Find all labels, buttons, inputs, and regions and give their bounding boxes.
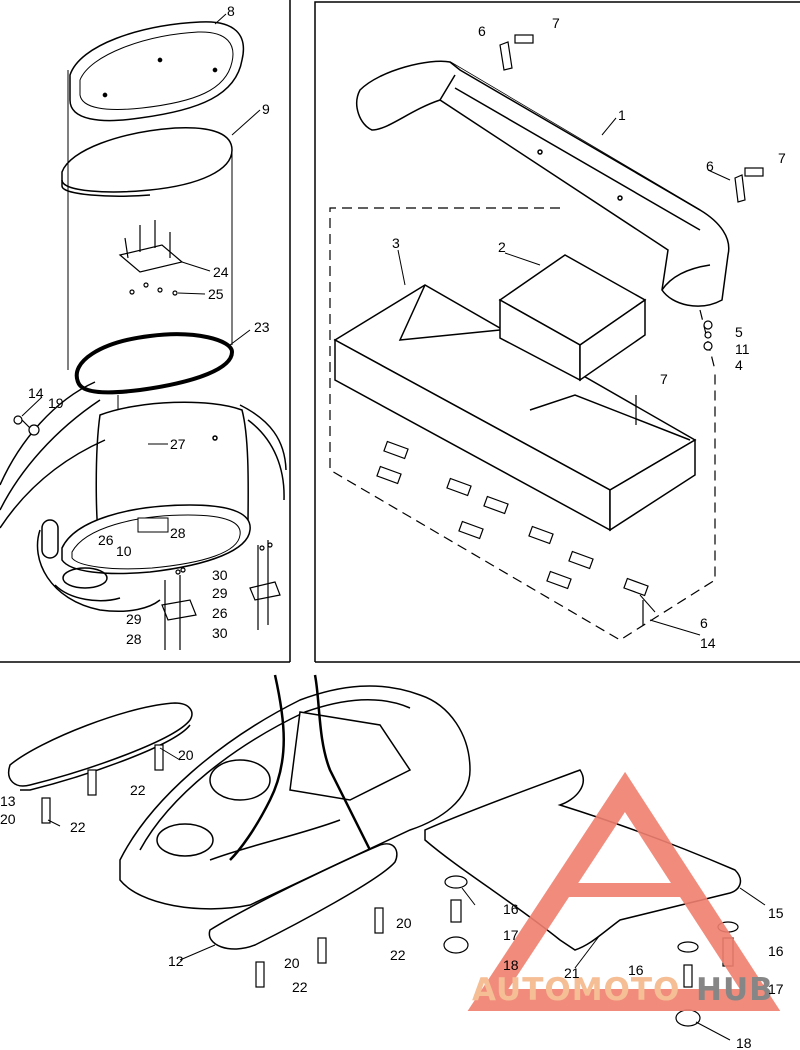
callout-15: 15 — [768, 905, 784, 921]
box-part-2 — [498, 254, 647, 382]
callout-14-right: 14 — [700, 635, 716, 651]
callout-24: 24 — [213, 264, 229, 280]
callout-20-d: 20 — [284, 955, 300, 971]
callout-17-a: 17 — [503, 927, 519, 943]
callout-3: 3 — [392, 235, 400, 251]
watermark-logo: AUTOMOTO HUB — [467, 771, 781, 1011]
callout-7-top: 7 — [552, 15, 560, 31]
callout-18-a: 18 — [503, 957, 519, 973]
callout-20-b: 20 — [0, 811, 16, 827]
callout-26-left: 26 — [98, 532, 114, 548]
hull-body — [119, 685, 471, 910]
callout-1: 1 — [618, 107, 626, 123]
callout-22-a: 22 — [130, 782, 146, 798]
top-cover-part-1 — [356, 60, 730, 307]
callout-12: 12 — [168, 953, 184, 969]
callout-28-bottom: 28 — [126, 631, 142, 647]
callout-19: 19 — [48, 395, 64, 411]
callout-10: 10 — [116, 543, 132, 559]
seat-base-part-9 — [61, 126, 233, 197]
callout-20-a: 20 — [178, 747, 194, 763]
callout-30-bottom: 30 — [212, 625, 228, 641]
leader-lines — [21, 13, 766, 1041]
callout-29-right: 29 — [212, 585, 228, 601]
callout-29-left: 29 — [126, 611, 142, 627]
callout-6-bottom: 6 — [700, 615, 708, 631]
side-pad-part-13 — [8, 702, 193, 791]
callout-26-right: 26 — [212, 605, 228, 621]
callout-22-b: 22 — [70, 819, 86, 835]
callout-20-c: 20 — [396, 915, 412, 931]
callout-8: 8 — [227, 3, 235, 19]
callout-numbers: 8 9 24 25 23 14 19 27 26 28 10 30 29 26 … — [0, 3, 786, 1050]
watermark-text-main: AUTOMOTO — [472, 972, 680, 1008]
seal-part-23 — [74, 332, 235, 395]
callout-16-a: 16 — [503, 901, 519, 917]
callout-9: 9 — [262, 101, 270, 117]
callout-23: 23 — [254, 319, 270, 335]
callout-4: 4 — [735, 357, 743, 373]
callout-6-right: 6 — [706, 158, 714, 174]
panel-frames — [0, 0, 800, 663]
seat-cables — [229, 674, 372, 861]
part-6-7-fastener — [499, 34, 764, 203]
callout-28-top: 28 — [170, 525, 186, 541]
callout-13: 13 — [0, 793, 16, 809]
callout-7-mid: 7 — [660, 371, 668, 387]
callout-22-d: 22 — [292, 979, 308, 995]
callout-17-b: 17 — [768, 981, 784, 997]
hinge-part-24 — [118, 220, 184, 296]
mounting-clips — [376, 440, 649, 597]
callout-16-b: 16 — [768, 943, 784, 959]
watermark-text-hub: HUB — [696, 972, 774, 1008]
callout-16-c: 16 — [628, 962, 644, 978]
callout-2: 2 — [498, 239, 506, 255]
dashed-outline — [329, 207, 716, 641]
callout-6-top: 6 — [478, 23, 486, 39]
storage-box-part-3 — [333, 284, 697, 532]
callout-22-c: 22 — [390, 947, 406, 963]
callout-25: 25 — [208, 286, 224, 302]
vertical-guide-lines — [67, 70, 233, 410]
callout-18-b: 18 — [736, 1035, 752, 1050]
bolts-20-22 — [41, 744, 384, 988]
callout-27: 27 — [170, 436, 186, 452]
callout-7-right: 7 — [778, 150, 786, 166]
hull-front-outline — [0, 381, 287, 612]
callout-11: 11 — [735, 341, 750, 357]
side-pad-part-12 — [208, 843, 398, 950]
seat-cushion-part-8 — [69, 21, 245, 122]
bolt-part-14-19 — [13, 415, 40, 436]
callout-14-left: 14 — [28, 385, 44, 401]
callout-21: 21 — [564, 965, 580, 981]
storage-bin-part-27 — [61, 401, 251, 575]
callout-30-top: 30 — [212, 567, 228, 583]
callout-5: 5 — [735, 324, 743, 340]
hinge-brackets-28-29 — [161, 540, 281, 650]
screw-part-5-11-4-7 — [635, 320, 713, 625]
